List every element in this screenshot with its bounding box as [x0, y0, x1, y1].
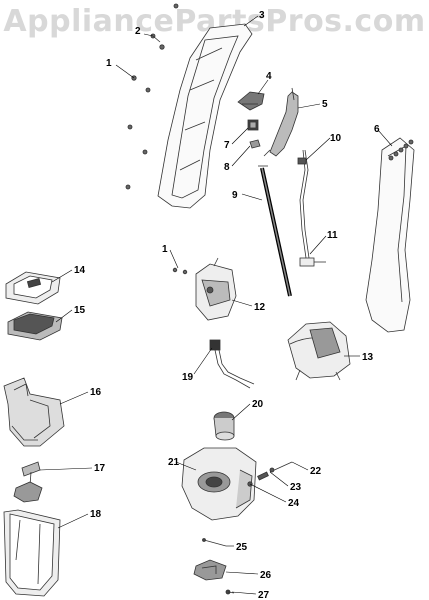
callout-8: 8 [224, 162, 230, 173]
callout-1b: 1 [162, 244, 168, 255]
callout-4: 4 [266, 71, 272, 82]
callout-23: 23 [290, 482, 302, 493]
switch-button [237, 91, 265, 111]
latch-screw [225, 589, 235, 595]
hinge-housing [172, 257, 237, 321]
callout-15: 15 [74, 305, 86, 316]
callout-22: 22 [310, 466, 322, 477]
nozzle-housing [181, 447, 257, 521]
body-cover [365, 137, 415, 333]
callout-24: 24 [288, 498, 300, 509]
callout-13: 13 [362, 352, 374, 363]
callout-labels: 1 2 3 4 5 6 7 8 9 10 11 1 12 13 14 15 16… [74, 10, 380, 600]
tank-cap [213, 411, 235, 441]
callout-21: 21 [168, 457, 180, 468]
callout-16: 16 [90, 387, 102, 398]
leader-lines [39, 15, 393, 595]
callout-17: 17 [94, 463, 106, 474]
callout-5: 5 [322, 99, 328, 110]
callout-14: 14 [74, 265, 86, 276]
callout-20: 20 [252, 399, 264, 410]
motor-housing [287, 321, 351, 381]
callout-19: 19 [182, 372, 194, 383]
hinge-pin [202, 538, 227, 547]
spring-clip [249, 139, 261, 149]
recovery-tank [3, 509, 61, 597]
callout-12: 12 [254, 302, 266, 313]
callout-2: 2 [135, 26, 141, 37]
suction-tube [209, 339, 255, 389]
handle-upper-housing [157, 23, 253, 209]
filter-cover [5, 271, 61, 305]
callout-7: 7 [224, 140, 230, 151]
callout-9: 9 [232, 190, 238, 201]
callout-6: 6 [374, 124, 380, 135]
trigger-lever [263, 87, 299, 157]
switch-clip [247, 119, 259, 131]
callout-27: 27 [258, 590, 270, 600]
latch [193, 559, 227, 581]
callout-25: 25 [236, 542, 248, 553]
wire-harness [297, 149, 326, 267]
filter-pad [7, 311, 63, 341]
float-assembly [13, 461, 43, 503]
spring-pin-set [247, 461, 293, 487]
callout-11: 11 [327, 230, 338, 241]
tank-lid [3, 377, 65, 447]
spring-rod [258, 165, 292, 297]
callout-26: 26 [260, 570, 272, 581]
callout-1: 1 [106, 58, 112, 69]
callout-10: 10 [330, 133, 342, 144]
callout-3: 3 [259, 10, 265, 21]
callout-18: 18 [90, 509, 102, 520]
